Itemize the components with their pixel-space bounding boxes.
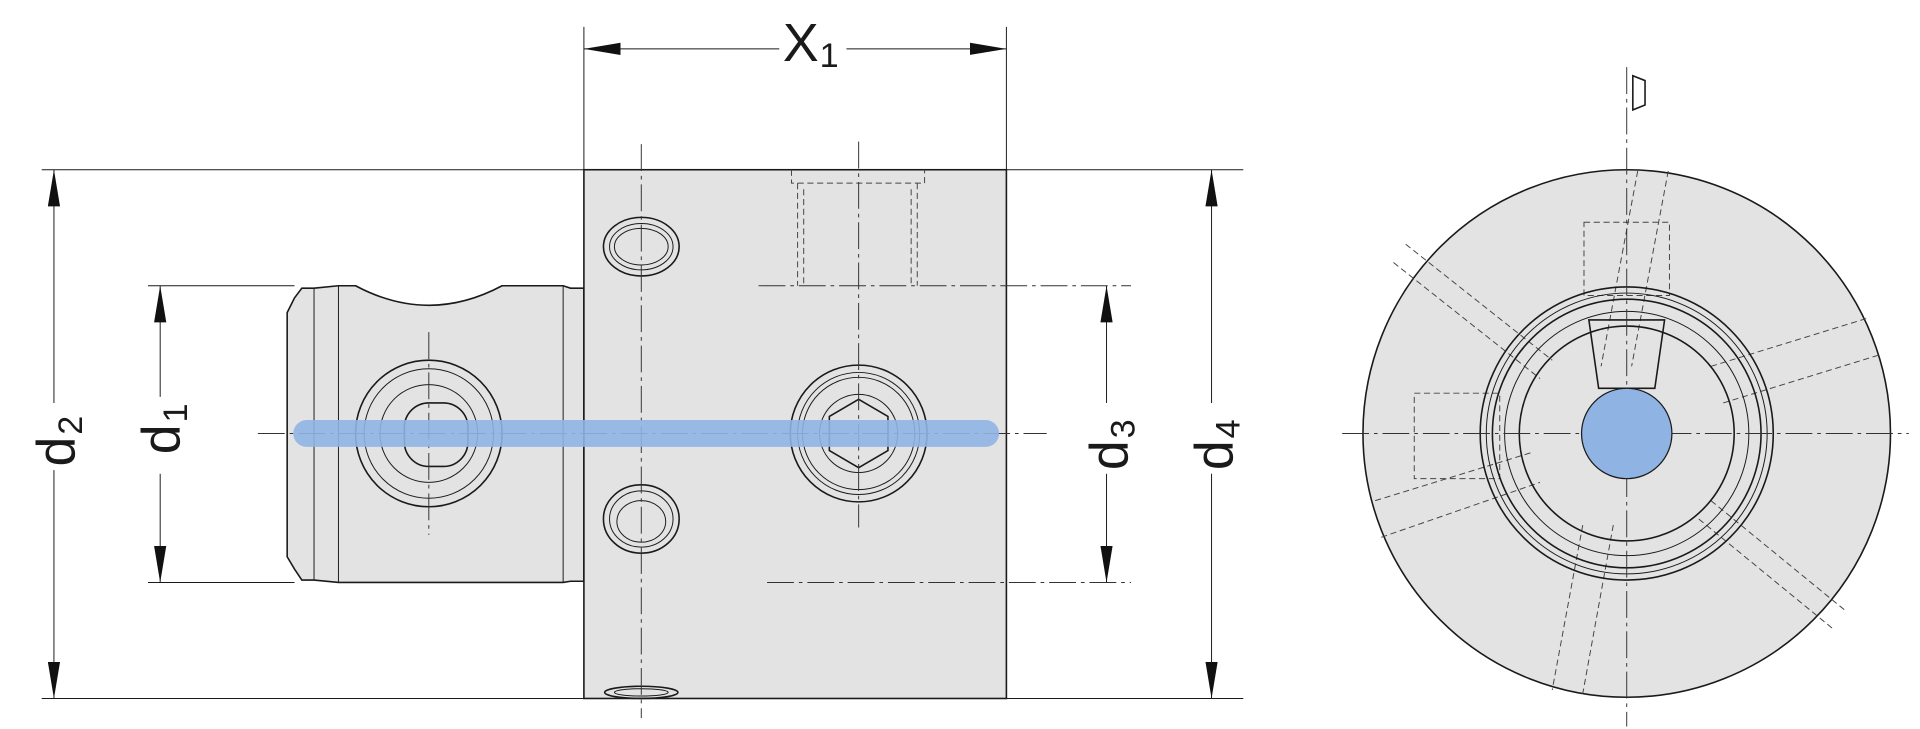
d4-label: d bbox=[1184, 440, 1244, 470]
dimension-d3: d 3 bbox=[1079, 285, 1143, 583]
x1-subscript: 1 bbox=[820, 37, 839, 75]
side-view bbox=[257, 141, 1131, 719]
d1-label: d bbox=[132, 424, 192, 454]
dimension-d1: d 1 bbox=[132, 285, 195, 583]
x1-label: X bbox=[783, 13, 819, 73]
d4-subscript: 4 bbox=[1210, 419, 1248, 438]
bore-highlight bbox=[1580, 387, 1673, 480]
d1-subscript: 1 bbox=[157, 403, 195, 422]
dimension-x1: X 1 bbox=[583, 13, 1007, 75]
d3-label: d bbox=[1079, 440, 1139, 470]
dimension-d2: d 2 bbox=[27, 169, 90, 699]
front-view bbox=[1342, 67, 1909, 727]
d3-subscript: 3 bbox=[1105, 419, 1143, 438]
dimension-d4: d 4 bbox=[1184, 169, 1248, 699]
d2-subscript: 2 bbox=[52, 416, 90, 435]
d2-label: d bbox=[27, 437, 87, 467]
